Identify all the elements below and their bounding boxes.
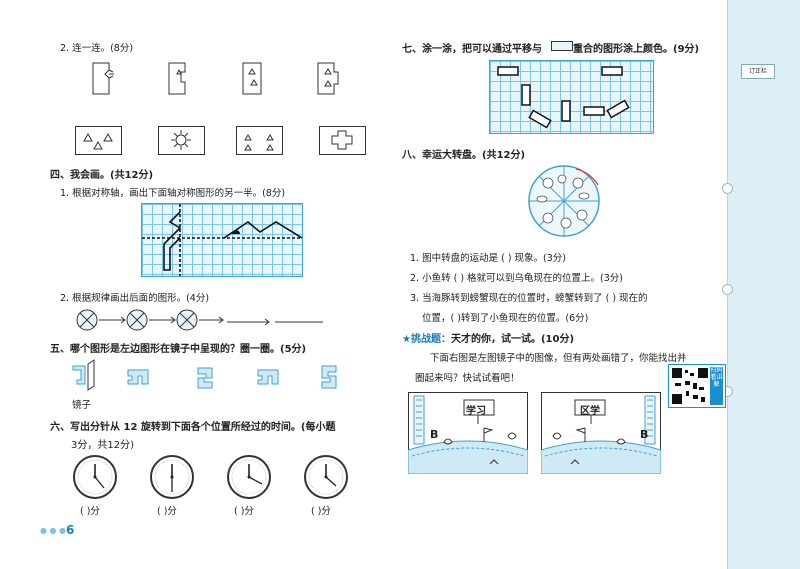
challenge-text-line2: 圈起来吗？快试试看吧！ [415,373,520,384]
mirror-options[interactable] [70,358,350,398]
correction-tab: 订正栏 [741,64,775,79]
section-8-q3-line2: 位置，( )转到了小鱼现在的位置。(6分) [422,313,589,324]
page-number-decoration: ● ● ● [40,526,67,535]
challenge-text-line1: 下面右图是左图镜子中的图像，但有两处画错了，你能找出并 [430,353,687,364]
mirror-label: 镜子 [72,400,92,411]
clock-face [73,455,117,499]
star-icon: ★ [402,334,411,345]
half-shapes-row [92,62,339,95]
lucky-wheel[interactable] [526,163,602,239]
letter-b-left: B [430,428,439,441]
clock-answer-blank[interactable]: ( )分 [80,506,100,517]
sign-text-left: 学习 [466,406,486,417]
clock-answer-blank[interactable]: ( )分 [234,506,254,517]
clock-answer-blank[interactable]: ( )分 [157,506,177,517]
original-picture[interactable] [408,392,528,474]
section-4-q1: 1. 根据对称轴，画出下面轴对称图形的另一半。(8分) [60,188,286,199]
full-shape-card[interactable] [319,126,366,155]
pattern-sequence[interactable] [75,308,335,332]
letter-b-right: B [640,428,649,441]
full-shape-card[interactable] [158,126,205,155]
clock-face [227,455,271,499]
correction-sidebar [727,0,800,569]
binding-hole [722,183,733,194]
question-2-title: 2. 连一连。(8分) [60,43,134,54]
section-5-title: 五、哪个图形是左边图形在镜子中呈现的？圈一圈。(5分) [50,344,307,355]
section-6-title-line2: 3分，共12分) [71,440,134,451]
challenge-label: 挑战题： [410,334,451,345]
qr-caption: 扫码看讲解 [710,367,723,405]
section-7-title-prefix: 七、涂一涂，把可以通过平移与 [402,44,542,55]
full-shape-card[interactable] [75,126,122,155]
section-4-q2: 2. 根据规律画出后面的图形。(4分) [60,293,210,304]
symmetry-grid[interactable] [141,203,303,277]
qr-code-icon [671,367,709,405]
qr-code[interactable]: 扫码看讲解 [668,364,726,408]
section-6-title-line1: 六、写出分针从 12 旋转到下面各个位置所经过的时间。(每小题 [50,422,336,433]
section-8-title: 八、幸运大转盘。(共12分) [402,150,526,161]
sign-text-right: 区学 [580,406,600,417]
challenge-title: 天才的你，试一试。(10分) [450,334,575,345]
mirrored-picture[interactable] [541,392,661,474]
clock-face [304,455,348,499]
reference-rectangle [551,41,573,51]
translation-grid[interactable] [489,60,654,134]
page-number: 6 [66,523,75,537]
clock-answer-blank[interactable]: ( )分 [311,506,331,517]
clock-face [150,455,194,499]
section-8-q1: 1. 图中转盘的运动是 ( ) 现象。(3分) [410,253,567,264]
section-4-title: 四、我会画。(共12分) [50,170,154,181]
section-8-q3-line1: 3. 当海豚转到螃蟹现在的位置时，螃蟹转到了 ( ) 现在的 [410,293,648,304]
binding-hole [722,284,733,295]
section-8-q2: 2. 小鱼转 ( ) 格就可以到乌龟现在的位置上。(3分) [410,273,624,284]
section-7-title-suffix: 重合的图形涂上颜色。(9分) [573,44,700,55]
full-shape-card[interactable] [236,126,283,155]
challenge-heading: ★挑战题：天才的你，试一试。(10分) [402,330,574,345]
